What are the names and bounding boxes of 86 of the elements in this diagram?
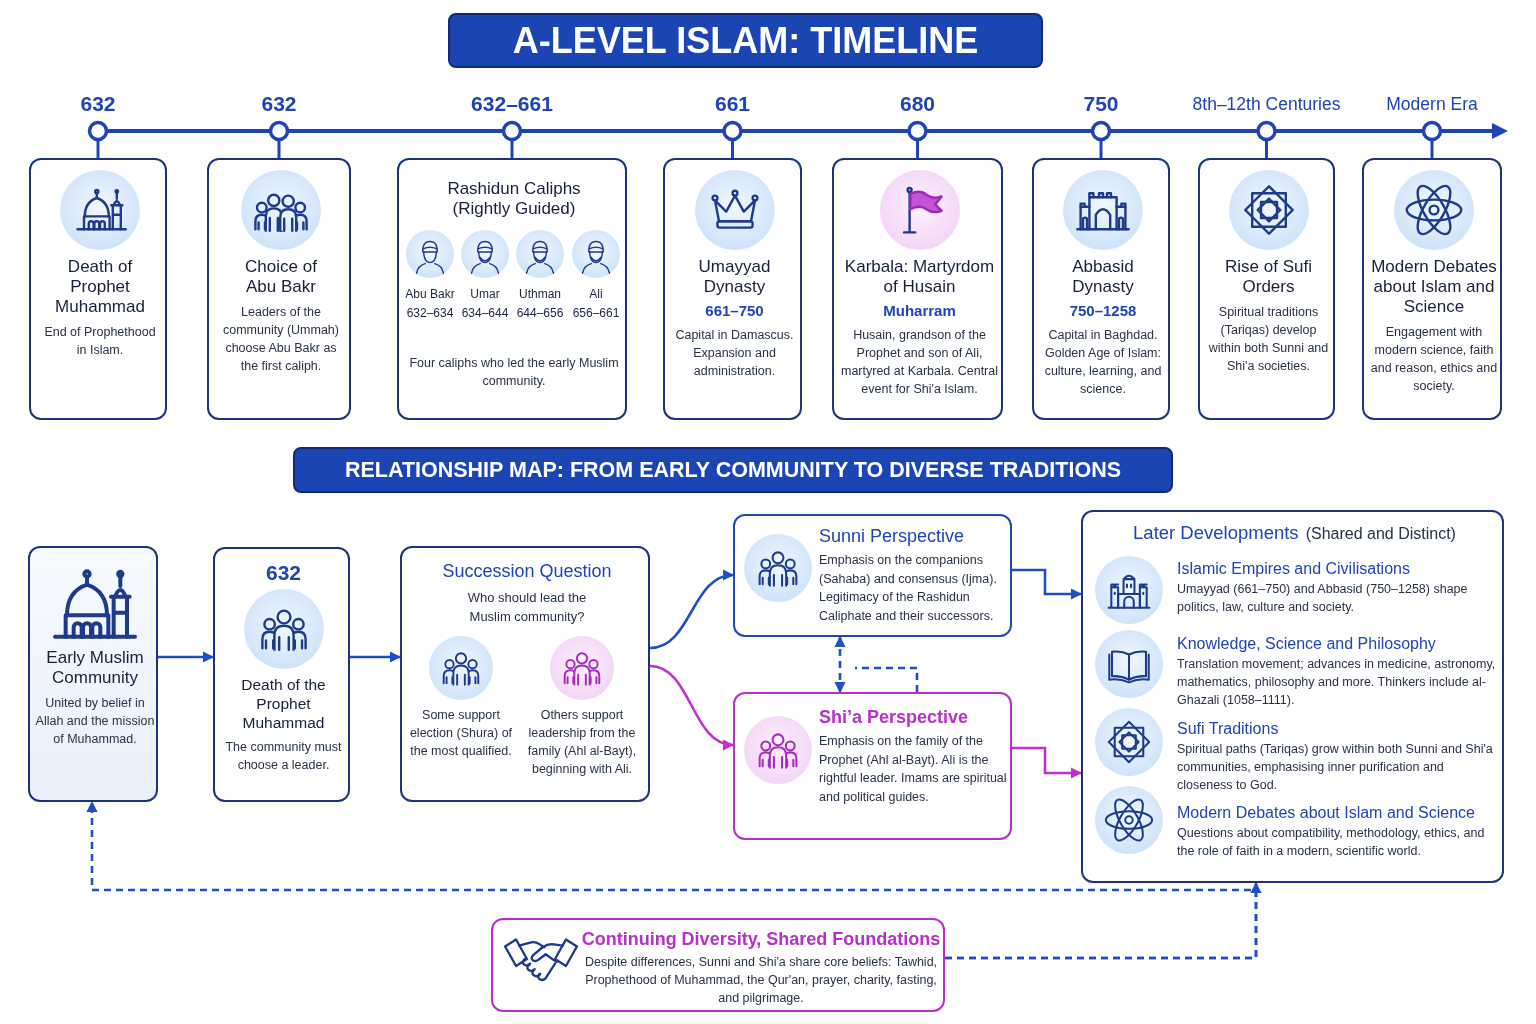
item-description: Questions about compatibility, methodology, ethics, and the role of faith in a modern, scientific world. bbox=[1177, 825, 1486, 860]
card-heading: Succession Question bbox=[442, 560, 612, 582]
question-card bbox=[400, 546, 650, 802]
timeline-card bbox=[207, 158, 351, 420]
arrow bbox=[1012, 568, 1083, 600]
date-label: 632 bbox=[261, 92, 297, 116]
reign-dates: 632–634 bbox=[406, 305, 454, 321]
item-description: Translation movement; advances in medicine, astronomy, mathematics, philosophy and more. Thinkers include al-Ghazali (1058–1111). bbox=[1177, 656, 1497, 709]
dashed-double-arrow bbox=[834, 635, 846, 694]
card-title: Death of the Prophet Muhammad bbox=[240, 675, 327, 732]
card-description: United by belief in Allah and the mission of Muhammad. bbox=[34, 694, 156, 748]
card-description: Capital in Damascus. Expansion and administration. bbox=[674, 327, 795, 380]
card-description: Despite differences, Sunni and Shi'a share core beliefs: Tawhid, Prophethood of Muhammad, the Qur'an, prayer, charity, fasting, and pilgrimage. bbox=[583, 954, 939, 1007]
date-label: 632 bbox=[80, 92, 116, 116]
dashed-line bbox=[855, 666, 919, 692]
reign-dates: 656–661 bbox=[572, 305, 620, 321]
perspective-card bbox=[733, 514, 1012, 637]
year-label: 632 bbox=[265, 561, 301, 585]
timeline-card bbox=[29, 158, 167, 420]
item-title: Sufi Traditions bbox=[1177, 719, 1279, 739]
perspective-card bbox=[733, 692, 1012, 840]
card-description: Emphasis on the family of the Prophet (Ahl al-Bayt). Ali is the rightful leader. Imams are spiritual and political guides. bbox=[819, 733, 1008, 806]
title-banner: A-LEVEL ISLAM: TIMELINE bbox=[448, 13, 1043, 68]
question-text: Who should lead the Muslim community? bbox=[466, 589, 588, 626]
card-description: Emphasis on the companions (Sahaba) and consensus (Ijma). Legitimacy of the Rashidun Caliphate and their successors. bbox=[819, 552, 998, 625]
card-title: Early Muslim Community bbox=[45, 647, 145, 688]
panel bbox=[1081, 510, 1504, 883]
arrow bbox=[649, 664, 735, 749]
dashed-arrow bbox=[86, 800, 1258, 960]
date-range: 661–750 bbox=[705, 302, 764, 320]
card-description: Four caliphs who led the early Muslim community. bbox=[409, 355, 619, 390]
card-description: Husain, grandson of the Prophet and son of Ali, martyred at Karbala. Central event for Shi'a Islam. bbox=[840, 327, 999, 398]
arrow bbox=[158, 651, 215, 663]
caliph-name: Abu Bakr bbox=[405, 286, 455, 302]
timeline-card bbox=[1198, 158, 1335, 420]
date-label: Modern Era bbox=[1386, 93, 1478, 115]
card-heading: Shi’a Perspective bbox=[819, 706, 969, 728]
arrow bbox=[350, 651, 402, 663]
card-description: The community must choose a leader. bbox=[224, 739, 343, 774]
card-title: Umayyad Dynasty bbox=[697, 257, 772, 297]
timeline-card bbox=[1362, 158, 1502, 420]
caliph-name: Uthman bbox=[519, 286, 561, 302]
card-heading: Sunni Perspective bbox=[819, 525, 965, 547]
section-banner: RELATIONSHIP MAP: FROM EARLY COMMUNITY TO DIVERSE TRADITIONS bbox=[293, 447, 1173, 493]
timeline-card bbox=[397, 158, 627, 420]
item-title: Islamic Empires and Civilisations bbox=[1177, 559, 1410, 579]
info-card bbox=[28, 546, 158, 802]
date-label: 680 bbox=[900, 92, 935, 116]
reign-dates: 644–656 bbox=[516, 305, 564, 321]
card-title: Rashidun Caliphs (Rightly Guided) bbox=[446, 179, 582, 219]
arrow bbox=[1012, 746, 1083, 779]
card-heading: Continuing Diversity, Shared Foundations bbox=[581, 928, 941, 950]
card-description: Leaders of the community (Ummah) choose Abu Bakr as the first caliph. bbox=[222, 304, 340, 375]
card-description: Capital in Baghdad. Golden Age of Islam: culture, learning, and science. bbox=[1043, 327, 1163, 398]
card-description: Engagement with modern science, faith and reason, ethics and society. bbox=[1370, 324, 1498, 395]
date-range: 750–1258 bbox=[1069, 302, 1137, 320]
date-label: 750 bbox=[1083, 92, 1119, 116]
card-title: Modern Debates about Islam and Science bbox=[1370, 257, 1498, 317]
card-description: Some support election (Shura) of the most qualified. bbox=[408, 707, 514, 760]
item-title: Knowledge, Science and Philosophy bbox=[1177, 634, 1436, 654]
event-card bbox=[213, 547, 350, 802]
card-title: Karbala: Martyrdom of Husain bbox=[843, 257, 996, 297]
item-description: Umayyad (661–750) and Abbasid (750–1258) shape politics, law, culture and society. bbox=[1177, 581, 1469, 616]
panel-subheading: (Shared and Distinct) bbox=[1305, 525, 1456, 543]
timeline-card bbox=[663, 158, 802, 420]
month-label: Muharram bbox=[883, 302, 956, 320]
card-title: Death of Prophet Muhammad bbox=[54, 257, 146, 317]
date-label: 661 bbox=[715, 92, 750, 116]
caliph-name: Ali bbox=[589, 286, 603, 302]
summary-card bbox=[491, 918, 945, 1012]
arrow bbox=[649, 570, 735, 650]
caliph-name: Umar bbox=[470, 286, 500, 302]
timeline-card bbox=[1032, 158, 1170, 420]
card-title: Choice of Abu Bakr bbox=[244, 257, 318, 297]
card-title: Rise of Sufi Orders bbox=[1224, 257, 1313, 297]
card-description: Others support leadership from the family (Ahl al-Bayt), beginning with Ali. bbox=[526, 707, 638, 778]
date-label: 8th–12th Centuries bbox=[1192, 93, 1341, 115]
panel-heading: Later Developments bbox=[1133, 522, 1299, 544]
timeline-card bbox=[832, 158, 1003, 420]
date-label: 632–661 bbox=[471, 92, 553, 116]
item-description: Spiritual paths (Tariqas) grow within both Sunni and Shi'a communities, emphasising inner purification and closeness to God. bbox=[1177, 741, 1494, 794]
card-description: End of Prophethood in Islam. bbox=[43, 324, 157, 359]
reign-dates: 634–644 bbox=[461, 305, 509, 321]
card-description: Spiritual traditions (Tariqas) develop within both Sunni and Shi'a societies. bbox=[1207, 304, 1330, 375]
card-title: Abbasid Dynasty bbox=[1071, 257, 1135, 297]
item-title: Modern Debates about Islam and Science bbox=[1177, 803, 1475, 823]
